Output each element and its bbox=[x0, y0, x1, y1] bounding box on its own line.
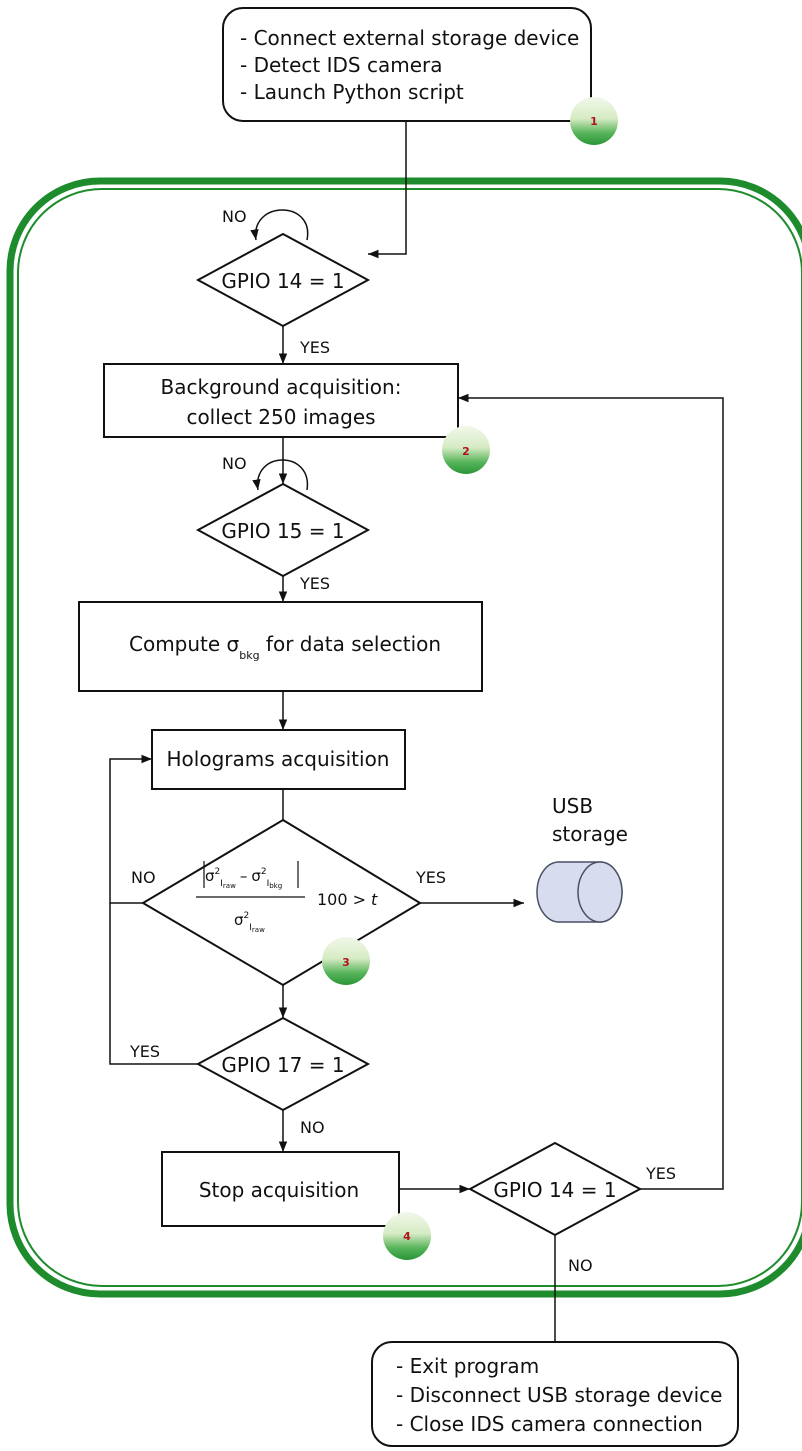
end-step-3: - Close IDS camera connection bbox=[396, 1412, 703, 1436]
end-step-2: - Disconnect USB storage device bbox=[396, 1383, 722, 1407]
connector-gpio17-yes-loop bbox=[109, 903, 198, 1065]
background-line-2: collect 250 images bbox=[186, 405, 375, 429]
end-step-1: - Exit program bbox=[396, 1354, 539, 1378]
edge-label-no-gpio14: NO bbox=[222, 207, 247, 226]
decision-gpio15-label: GPIO 15 = 1 bbox=[221, 519, 344, 543]
edge-label-yes-gpio14-second: YES bbox=[645, 1164, 676, 1183]
decision-gpio14-second: GPIO 14 = 1 bbox=[467, 1141, 643, 1237]
usb-storage-cylinder bbox=[536, 861, 623, 923]
process-background-acquisition: Background acquisition: collect 250 imag… bbox=[103, 363, 459, 438]
start-box: - Connect external storage device - Dete… bbox=[222, 7, 592, 122]
edge-label-no-gpio15: NO bbox=[222, 454, 247, 473]
start-step-3: - Launch Python script bbox=[240, 80, 464, 104]
process-compute-sigma: Compute σbkg for data selection bbox=[78, 601, 483, 692]
step-badge-2: 2 bbox=[442, 426, 490, 474]
usb-storage-label-line1: USB bbox=[552, 794, 593, 818]
edge-label-yes-gpio15: YES bbox=[299, 574, 330, 593]
edge-label-no-gpio17: NO bbox=[300, 1118, 325, 1137]
svg-text:3: 3 bbox=[342, 956, 350, 969]
compute-label: Compute σbkg for data selection bbox=[129, 632, 441, 662]
stop-label: Stop acquisition bbox=[199, 1178, 359, 1202]
decision-gpio14-first-label: GPIO 14 = 1 bbox=[221, 269, 344, 293]
step-badge-4: 4 bbox=[383, 1212, 431, 1260]
formula-denominator-text: σ2Iraw bbox=[234, 911, 265, 934]
decision-gpio14-first: GPIO 14 = 1 bbox=[195, 232, 371, 328]
start-step-2: - Detect IDS camera bbox=[240, 53, 443, 77]
usb-storage-label-line2: storage bbox=[552, 822, 628, 846]
process-holograms-acquisition: Holograms acquisition bbox=[151, 729, 406, 790]
edge-label-yes-gpio14: YES bbox=[299, 338, 330, 357]
background-line-1: Background acquisition: bbox=[161, 375, 402, 399]
connector-threshold-no-loop bbox=[109, 754, 152, 904]
step-badge-1: 1 bbox=[570, 97, 618, 145]
edge-label-yes-threshold: YES bbox=[415, 868, 446, 887]
edge-label-no-gpio14-second: NO bbox=[568, 1256, 593, 1275]
formula-numerator-text: σ2Iraw–σ2Ibkg bbox=[205, 867, 282, 890]
connector-start-to-gpio14 bbox=[368, 121, 407, 259]
decision-gpio17: GPIO 17 = 1 bbox=[195, 1016, 371, 1112]
svg-text:4: 4 bbox=[403, 1230, 411, 1243]
svg-text:1: 1 bbox=[590, 115, 598, 128]
end-box: - Exit program - Disconnect USB storage … bbox=[371, 1341, 739, 1447]
edge-label-yes-gpio17: YES bbox=[129, 1042, 160, 1061]
decision-gpio15: GPIO 15 = 1 bbox=[195, 482, 371, 578]
formula-numerator: σ2Iraw–σ2Ibkg bbox=[203, 861, 299, 890]
loop-arrow-gpio15-no bbox=[252, 459, 308, 491]
step-badge-3: 3 bbox=[322, 937, 370, 985]
process-stop-acquisition: Stop acquisition bbox=[161, 1151, 400, 1227]
connector-gpio14-yes-to-background bbox=[458, 393, 724, 1190]
acquisition-loop-frame bbox=[6, 177, 802, 1298]
holograms-label: Holograms acquisition bbox=[167, 747, 390, 771]
decision-gpio14-second-label: GPIO 14 = 1 bbox=[493, 1178, 616, 1202]
start-step-1: - Connect external storage device bbox=[240, 26, 579, 50]
loop-arrow-gpio14-no bbox=[250, 209, 309, 241]
decision-threshold: σ2Iraw–σ2Ibkg σ2Iraw 100 >t bbox=[141, 818, 422, 987]
edge-label-no-threshold: NO bbox=[131, 868, 156, 887]
decision-gpio17-label: GPIO 17 = 1 bbox=[221, 1053, 344, 1077]
formula-threshold-text: 100 >t bbox=[317, 890, 378, 909]
svg-text:2: 2 bbox=[462, 445, 470, 458]
